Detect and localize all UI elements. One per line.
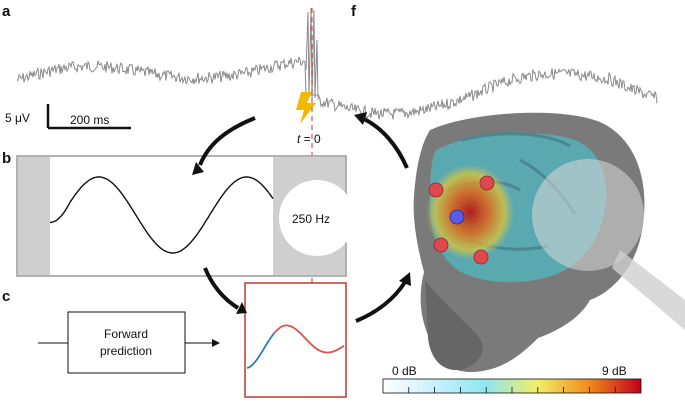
- loop-arrow-b-to-d-head-icon: [236, 302, 247, 314]
- prediction-panel-frame: [244, 282, 347, 398]
- time-scale-label: 200 ms: [70, 113, 109, 127]
- loop-arrow-a-to-b-head-icon: [192, 162, 204, 175]
- forward-prediction-box: [67, 311, 186, 374]
- colorbar-max-label: 9 dB: [602, 364, 627, 378]
- frequency-label: 250 Hz: [292, 212, 330, 226]
- loop-arrow-d-to-e: [355, 280, 407, 323]
- colorbar-ticks: [408, 387, 616, 393]
- panel-label-c: c: [2, 288, 10, 305]
- electrode-red-3: [433, 237, 449, 253]
- sulcus-1: [461, 132, 571, 148]
- time-zero-label: t = 0: [297, 132, 321, 146]
- electrode-blue-center: [449, 209, 465, 225]
- colorbar-min-label: 0 dB: [392, 364, 417, 378]
- frequency-bubble: [279, 180, 355, 256]
- loop-arrow-e-to-a-head-icon: [354, 112, 367, 125]
- panel-label-a: a: [2, 3, 11, 20]
- panel-label-b: b: [2, 150, 11, 167]
- panel-label-f: f: [351, 3, 357, 20]
- electrode-red-2: [479, 175, 495, 191]
- head-model: [413, 112, 685, 372]
- forward-box-line1: Forward: [104, 327, 148, 341]
- loop-arrow-b-to-d: [203, 267, 240, 310]
- forward-box-line2: prediction: [100, 344, 152, 358]
- electrode-red-1: [428, 182, 444, 198]
- face-shadow: [425, 280, 483, 371]
- tms-coil-handle: [612, 250, 685, 330]
- loop-arrow-a-to-b: [198, 116, 256, 166]
- stimulus-bolt-icon: [296, 92, 316, 124]
- predicted-signal-curve: [273, 324, 345, 354]
- voltage-scale-label: 5 μV: [5, 111, 30, 125]
- forward-output-arrow-icon: [212, 339, 220, 347]
- eeg-trace: [16, 56, 658, 120]
- bandpass-sine-wave: [50, 176, 274, 254]
- tms-coil: [532, 159, 644, 271]
- loop-arrow-d-to-e-head-icon: [399, 272, 411, 286]
- past-signal-curve: [246, 332, 275, 369]
- electrode-red-4: [473, 249, 489, 265]
- filter-left-shade: [18, 157, 50, 275]
- loop-arrow-e-to-a: [363, 117, 409, 169]
